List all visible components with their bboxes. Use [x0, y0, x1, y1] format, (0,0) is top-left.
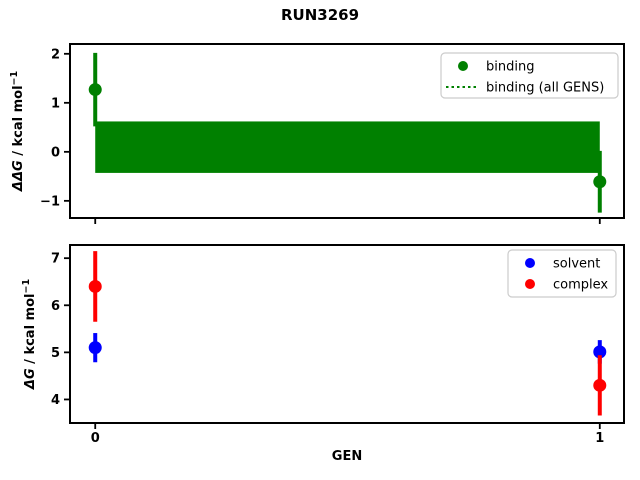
subplot-1-xtick-label: 1 [595, 431, 604, 446]
subplot-1-point-complex-1 [593, 378, 607, 392]
subplot-0-band-binding-all-gens- [95, 121, 600, 173]
subplot-0-ytick-label: −1 [40, 194, 60, 209]
subplot-0-legend-label-0: binding [486, 60, 534, 75]
subplot-1-legend-box [507, 249, 617, 298]
subplot-1-ylabel: ΔG / kcal mol−1 [21, 279, 38, 390]
subplot-1-legend-label-0: solvent [553, 257, 600, 272]
subplot-1-point-solvent-0 [88, 341, 102, 355]
subplot-1-ytick-label: 6 [51, 299, 60, 314]
subplot-1-ytick-label: 5 [51, 346, 60, 361]
subplot-1-point-complex-0 [88, 279, 102, 293]
subplot-0-point-binding-0 [88, 83, 102, 97]
subplot-1-legend-dot-1 [525, 279, 535, 289]
subplot-0-ylabel: ΔΔG / kcal mol−1 [9, 71, 26, 192]
subplot-1-legend-label-1: complex [553, 278, 608, 293]
subplot-1-ytick-label: 4 [51, 393, 60, 408]
subplot-1-ytick-label: 7 [51, 252, 60, 267]
subplot-1-xtick-label: 0 [91, 431, 100, 446]
subplot-1-frame [69, 244, 625, 424]
subplot-0-ytick-label: 0 [51, 145, 60, 160]
subplot-0-legend-dot-0 [458, 61, 468, 71]
subplot-1-legend-dot-0 [525, 258, 535, 268]
subplot-0-ytick-label: 1 [51, 96, 60, 111]
subplot-1-xlabel: GEN [332, 449, 362, 464]
subplot-0-frame [69, 43, 625, 219]
subplot-1-point-solvent-1 [593, 345, 607, 359]
subplot-0-ytick-label: 2 [51, 47, 60, 62]
figure-title: RUN3269 [280, 6, 360, 24]
subplot-0-legend-box [440, 52, 619, 99]
subplot-0-legend-label-1: binding (all GENS) [486, 81, 604, 96]
subplot-0-point-binding-1 [593, 175, 607, 189]
